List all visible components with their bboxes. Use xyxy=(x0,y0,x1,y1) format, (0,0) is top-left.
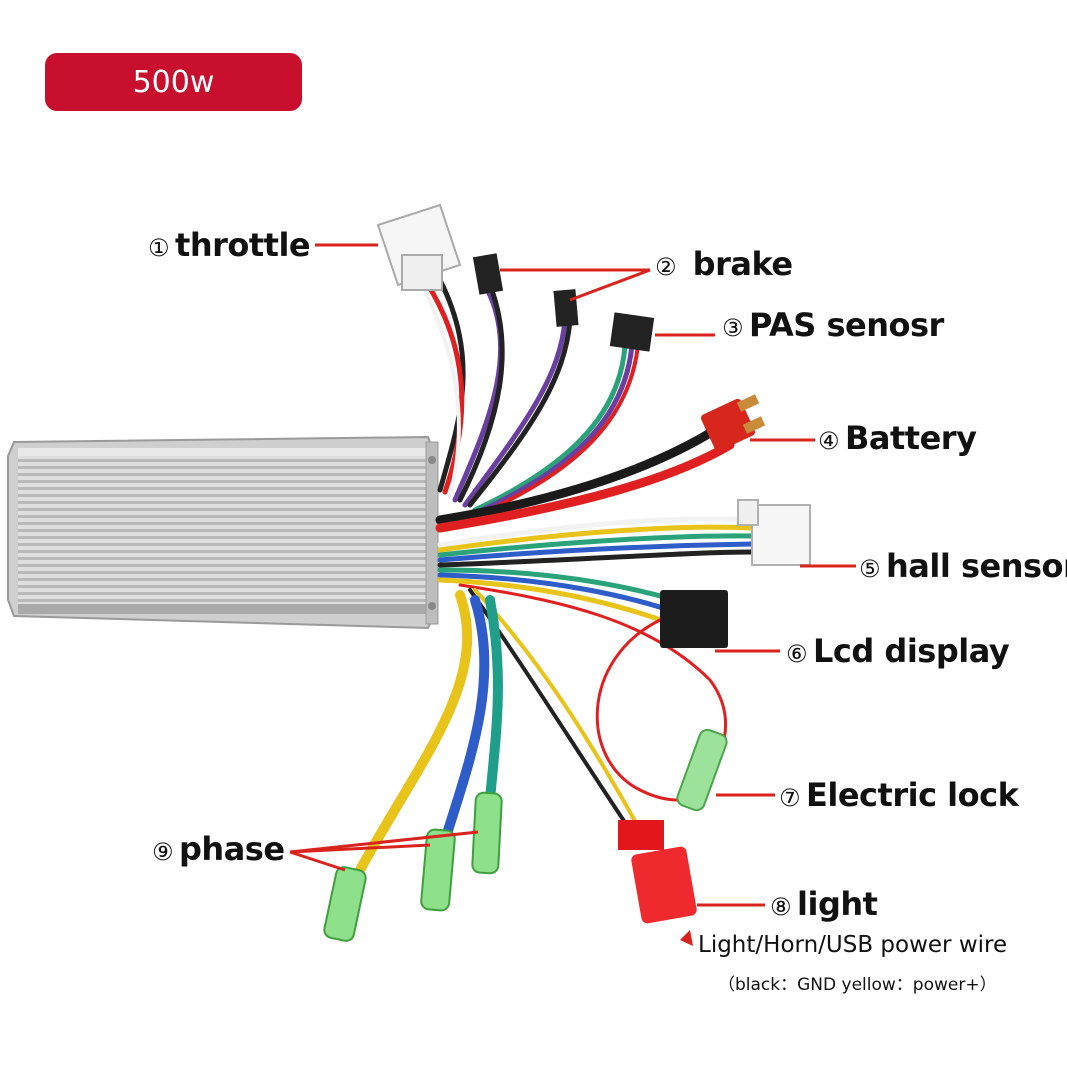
label-brake: ② brake xyxy=(655,245,793,283)
leader-lines xyxy=(289,243,856,907)
light-note-wires: （black：GND yellow：power+） xyxy=(718,975,997,995)
light-connector xyxy=(618,820,697,924)
pas-connector xyxy=(609,312,655,352)
brake-connector-1 xyxy=(472,253,504,295)
brake-connector-2 xyxy=(553,289,579,327)
hall-sensor-connector xyxy=(737,499,811,566)
throttle-connector xyxy=(376,203,462,291)
controller-housing xyxy=(7,435,439,630)
light-note: Light/Horn/USB power wire xyxy=(698,932,1008,958)
power-rating-badge: 500w xyxy=(45,53,302,111)
electric-lock-connector xyxy=(676,728,728,812)
phase-connectors xyxy=(323,791,503,942)
lcd-connector xyxy=(660,590,728,648)
battery-connector xyxy=(700,394,766,452)
